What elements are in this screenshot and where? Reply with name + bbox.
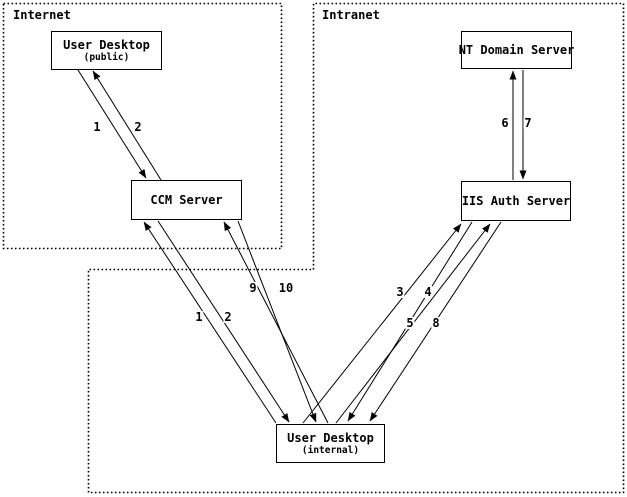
node-ccm-server: CCM Server [131, 180, 242, 220]
edge-label-10: 10 [277, 281, 295, 295]
edge-label-4: 4 [423, 285, 433, 299]
node-nt-domain-server: NT Domain Server [458, 31, 575, 69]
edge-9-line [223, 221, 329, 424]
node-title: User Desktop [63, 38, 150, 52]
zone-label-intranet: Intranet [322, 8, 380, 22]
edge-label-1-internal: 1 [194, 310, 204, 324]
node-iis-auth-server: IIS Auth Server [461, 181, 571, 221]
edge-label-8: 8 [431, 316, 441, 330]
edge-3-line [302, 223, 462, 424]
node-subtitle: (internal) [301, 445, 360, 456]
node-subtitle: (public) [83, 52, 130, 63]
node-title: IIS Auth Server [461, 194, 571, 208]
edge-label-7: 7 [523, 116, 533, 130]
node-title: User Desktop [287, 431, 374, 445]
node-user-desktop-internal: User Desktop (internal) [276, 424, 385, 463]
edge-label-9: 9 [248, 281, 258, 295]
edge-label-6: 6 [500, 116, 510, 130]
edge-label-2-internal: 2 [223, 310, 233, 324]
edge-label-5: 5 [405, 316, 415, 330]
zone-label-internet: Internet [13, 8, 71, 22]
node-user-desktop-public: User Desktop (public) [51, 31, 162, 70]
edge-1-public-line [77, 69, 147, 179]
intranet-zone-border [87, 2, 625, 494]
node-title: CCM Server [150, 193, 223, 207]
edge-2-public-line [92, 70, 162, 181]
node-title: NT Domain Server [458, 43, 575, 57]
edge-label-1-public: 1 [92, 120, 102, 134]
edge-10-line [237, 220, 317, 423]
edge-1-internal-line [143, 221, 277, 424]
internet-zone-border [2, 2, 283, 250]
edge-label-3: 3 [395, 285, 405, 299]
edge-label-2-public: 2 [133, 120, 143, 134]
